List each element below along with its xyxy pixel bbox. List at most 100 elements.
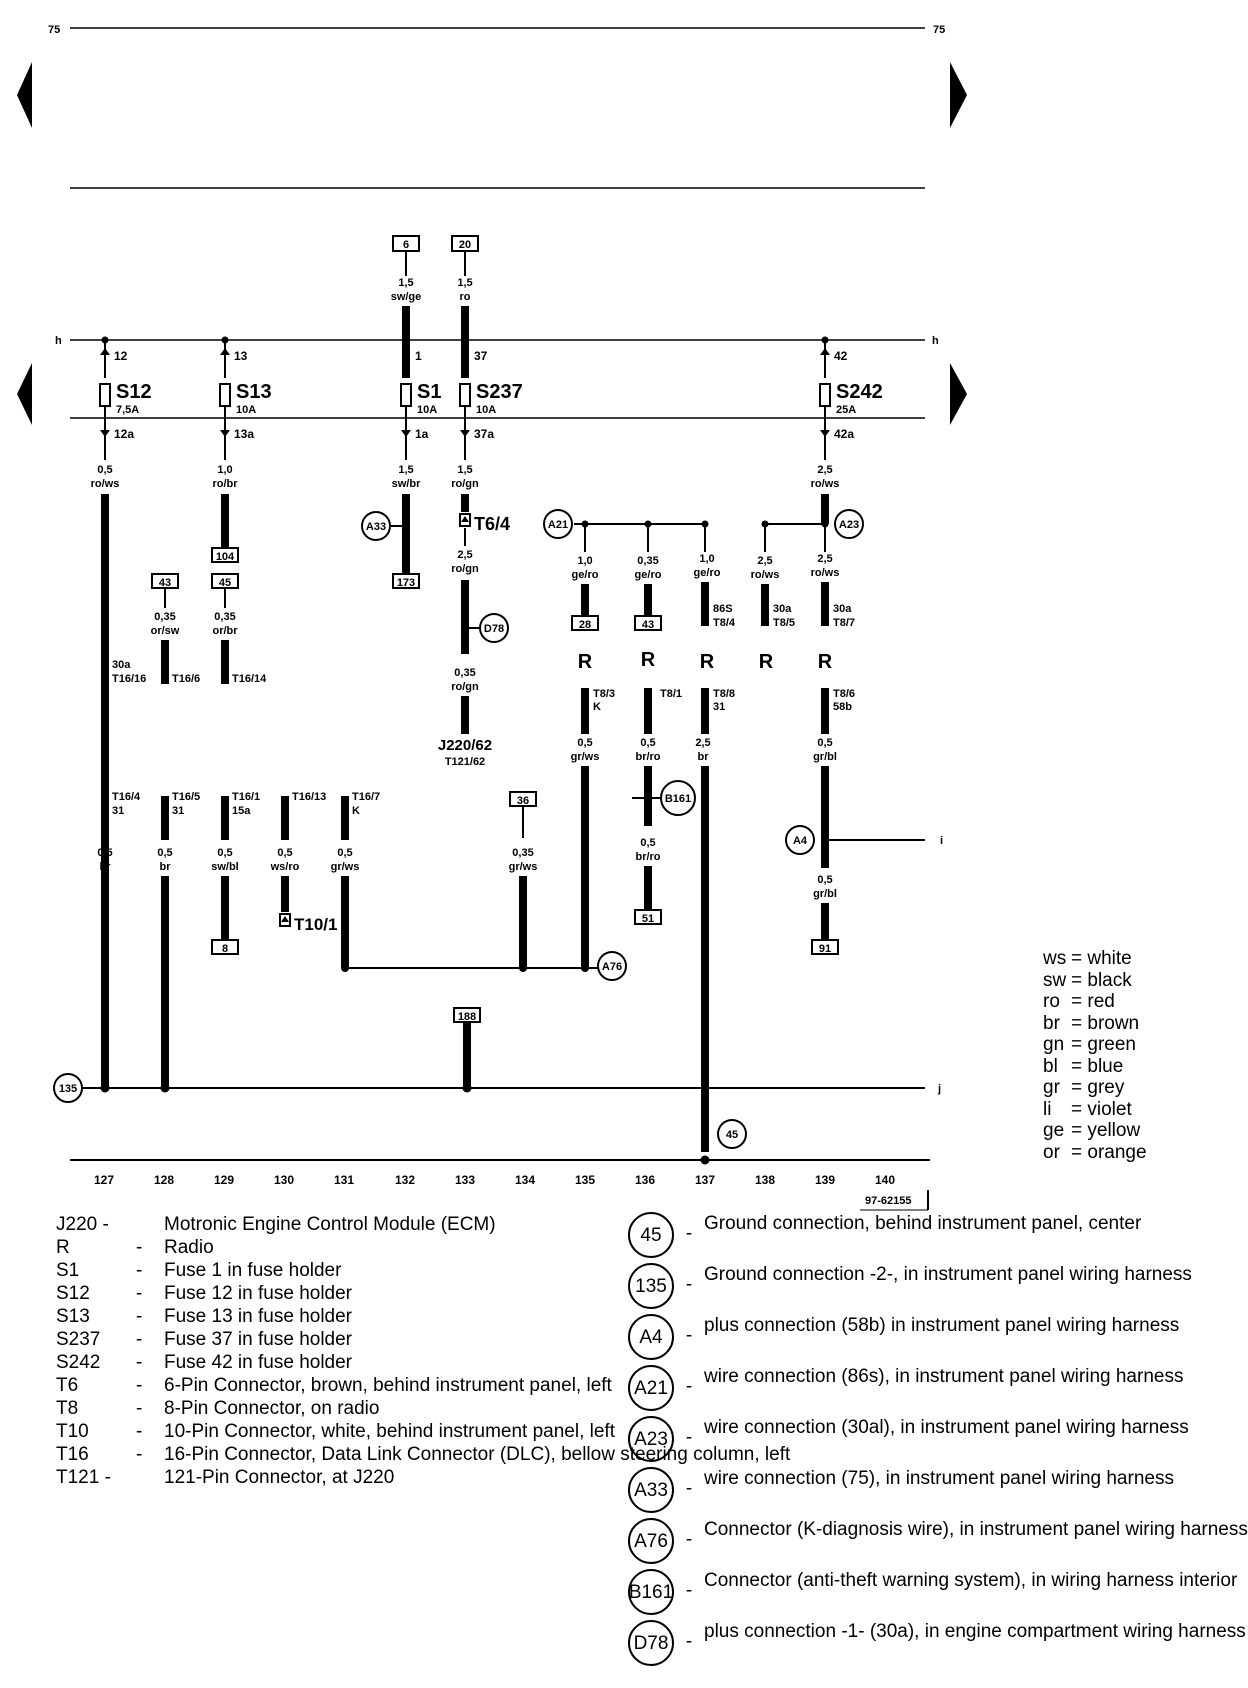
component-desc: Fuse 13 in fuse holder [164,1306,353,1327]
pin-label: T8/8 [713,688,735,700]
wire-label: 2,5 [817,464,832,476]
connection-d78-label: D78 [484,623,504,635]
color-name: = brown [1071,1012,1140,1034]
connection-a76[interactable]: A76 [597,951,627,981]
connection-dash: - [685,1325,693,1346]
connection-d78[interactable]: D78 [479,613,509,643]
pin-label: 30a [833,603,852,615]
component-code: S12 [56,1283,90,1304]
component-dash: - [136,1283,143,1304]
component-desc: Fuse 12 in fuse holder [164,1283,353,1304]
component-dash: - [136,1375,143,1396]
ground-135[interactable]: 135 [53,1073,83,1103]
connection-legend: 45-Ground connection, behind instrument … [628,1212,1248,1671]
pin-label: T8/3 [593,688,615,700]
color-name: = violet [1071,1098,1132,1120]
ref-box-188[interactable] [211,939,239,955]
wire-label: or/sw [151,625,180,637]
wiring-diagram: 75 75 h h 6 20 1,5 sw/ge 1,5 ro 12 S12 7… [17,24,967,1211]
ref-box-8-label: 188 [458,1011,476,1023]
connection-badge: A76 [628,1518,674,1564]
radio-r-3[interactable]: R [700,651,715,673]
wire-label: br [160,861,172,873]
fuse-s237[interactable] [459,336,471,461]
wire-label: sw/br [392,478,421,490]
component-code: S1 [56,1260,80,1281]
connection-a33[interactable]: A33 [361,511,391,541]
component-item: T8-8-Pin Connector, on radio [56,1397,594,1420]
component-code: J220 - [56,1214,109,1235]
color-legend-item: ge = yellow [1043,1120,1147,1142]
wire-label: 0,5 [157,847,172,859]
connector-t10[interactable] [279,913,291,927]
radio-r-2[interactable]: R [641,649,656,671]
fuse-s12-code: S12 [116,381,152,403]
color-name: = orange [1071,1141,1147,1163]
ref-box-43-right[interactable] [634,615,662,631]
ref-box-91-label: 91 [819,943,831,955]
component-desc: 16-Pin Connector, Data Link Connector (D… [164,1444,791,1465]
connection-desc: Connector (K-diagnosis wire), in instrum… [704,1519,1248,1540]
radio-r-4[interactable]: R [759,651,774,673]
prev-section-arrow[interactable] [17,363,32,425]
ground-45-label: 45 [726,1129,738,1141]
ref-box-51[interactable] [634,909,662,925]
pin-label: 30a [112,659,131,671]
connection-b161[interactable]: B161 [660,780,696,816]
fuse-s13[interactable] [219,336,231,461]
ground-45[interactable]: 45 [717,1119,747,1149]
component-code: T121 - [56,1467,111,1488]
wire-label: gr/bl [813,888,837,900]
ref-box-104-label: 104 [216,551,235,563]
ref-box-104[interactable] [211,547,239,563]
connection-a21[interactable]: A21 [543,509,573,539]
wire-label: gr/ws [331,861,360,873]
fuse-out-pin: 13a [234,427,254,441]
pin-label: T8/5 [773,617,795,629]
wire-label: ro/ws [811,567,840,579]
connector-t6[interactable] [459,513,471,527]
radio-r-5[interactable]: R [818,651,833,673]
color-name: = yellow [1071,1120,1141,1141]
wire-label: ro/br [212,478,238,490]
wire-label: 0,5 [277,847,292,859]
wire-label: ws/ro [270,861,300,873]
column-number: 137 [695,1173,715,1187]
component-item: T6-6-Pin Connector, brown, behind instru… [56,1374,612,1397]
wire-label: gr/bl [813,751,837,763]
fuse-in-pin: 37 [474,349,488,363]
wire-label: 1,5 [398,277,413,289]
j220-pin-label[interactable]: J220/62 [438,737,492,754]
column-number: 136 [635,1173,655,1187]
prev-page-arrow[interactable] [17,62,32,128]
wire-label: br [698,751,710,763]
connection-a23[interactable]: A23 [834,509,864,539]
ref-box-28-label: 28 [579,619,591,631]
wire-label: br/ro [635,851,660,863]
color-name: = grey [1071,1077,1125,1098]
wire-label: 0,5 [817,874,832,886]
component-code: S237 [56,1329,101,1350]
component-legend: J220 -Motronic Engine Control Module (EC… [56,1213,791,1489]
component-item: S13-Fuse 13 in fuse holder [56,1305,594,1328]
pin-label: T8/1 [660,688,682,700]
wire-label: 0,35 [512,847,533,859]
fuse-s12[interactable] [99,336,111,461]
fuse-s1[interactable] [400,336,412,461]
connection-dash: - [685,1478,693,1499]
next-section-arrow[interactable] [950,363,967,425]
radio-r-1[interactable]: R [578,651,593,673]
ref-box-28[interactable] [571,615,599,631]
ref-box-91[interactable] [811,939,839,955]
fuse-s242[interactable] [819,336,831,461]
connection-b161-label: B161 [665,793,691,805]
component-dash: - [136,1444,143,1465]
color-abbr: ge [1043,1120,1065,1141]
fuse-s242-rating: 25A [836,404,856,416]
fuse-s13-code: S13 [236,381,272,403]
ref-box-173[interactable] [392,573,420,589]
next-page-arrow[interactable] [950,62,967,128]
wire-label: gr/ws [571,751,600,763]
ref-box-188-label: 8 [222,943,228,955]
connection-a4[interactable]: A4 [785,825,815,855]
